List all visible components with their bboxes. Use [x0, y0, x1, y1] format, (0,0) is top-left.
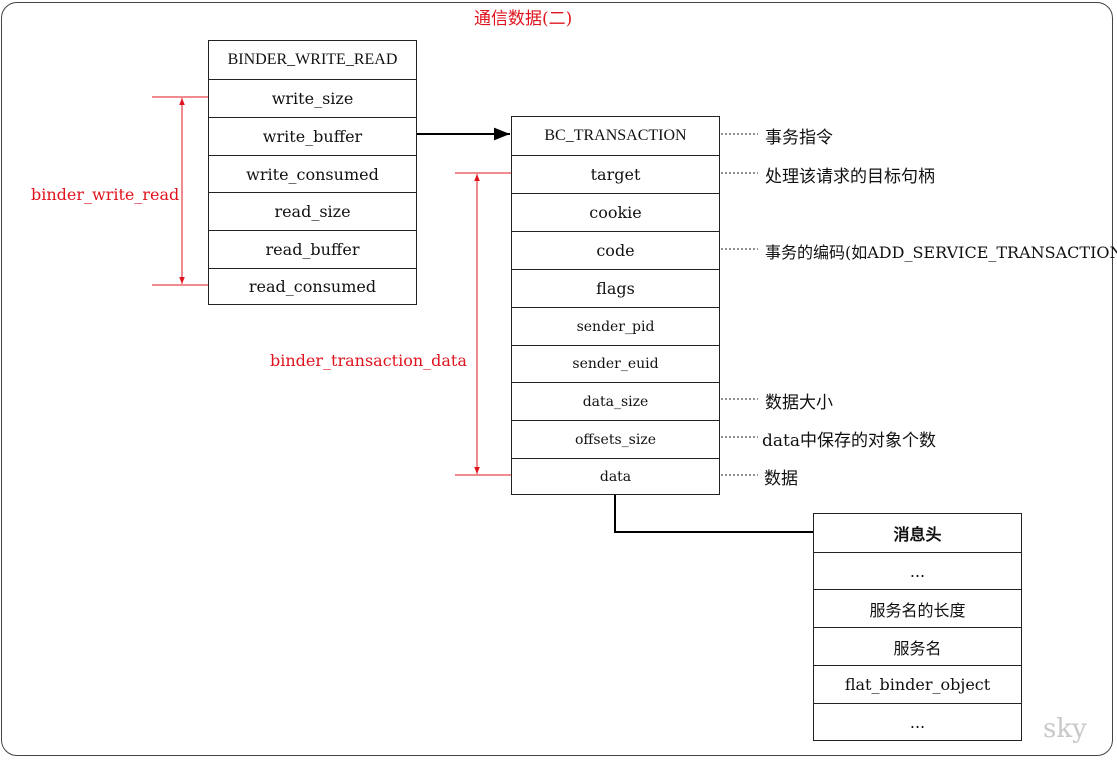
- note-code: 事务的编码(如ADD_SERVICE_TRANSACTION): [765, 243, 1117, 262]
- bct-field-data: data: [512, 458, 719, 494]
- binder-write-read-box: BINDER_WRITE_READ write_size write_buffe…: [208, 40, 417, 305]
- bwr-field-read-size: read_size: [209, 192, 416, 230]
- bct-field-data-size: data_size: [512, 382, 719, 420]
- bwr-field-read-buffer: read_buffer: [209, 230, 416, 268]
- bwr-field-write-consumed: write_consumed: [209, 155, 416, 192]
- note-header: 事务指令: [765, 128, 833, 148]
- note-target: 处理该请求的目标句柄: [765, 167, 935, 187]
- note-data: 数据: [764, 469, 798, 489]
- bwr-bracket-label: binder_write_read: [31, 185, 180, 204]
- message-box: 消息头 ... 服务名的长度 服务名 flat_binder_object ..…: [813, 513, 1022, 741]
- data-to-message-connector: [614, 494, 813, 533]
- bwr-header: BINDER_WRITE_READ: [227, 51, 398, 68]
- message-row-ellipsis-top: ...: [814, 552, 1021, 589]
- bct-field-sender-euid: sender_euid: [512, 345, 719, 382]
- btd-bracket-label: binder_transaction_data: [270, 351, 467, 370]
- diagram-title: 通信数据(二): [474, 9, 573, 29]
- bwr-field-write-buffer: write_buffer: [209, 117, 416, 155]
- bct-field-sender-pid: sender_pid: [512, 307, 719, 345]
- bct-field-target: target: [512, 155, 719, 193]
- message-row-service-name-length: 服务名的长度: [814, 589, 1021, 627]
- message-row-flat-binder-object: flat_binder_object: [814, 665, 1021, 703]
- bct-field-code: code: [512, 231, 719, 269]
- message-row-service-name: 服务名: [814, 627, 1021, 665]
- bct-field-flags: flags: [512, 269, 719, 307]
- note-offsets-size: data中保存的对象个数: [762, 431, 936, 451]
- message-row-ellipsis-bottom: ...: [814, 703, 1021, 740]
- note-data-size: 数据大小: [765, 393, 833, 413]
- watermark: sky: [1043, 714, 1087, 744]
- bct-header: BC_TRANSACTION: [544, 127, 687, 144]
- message-header: 消息头: [893, 527, 942, 544]
- bct-field-cookie: cookie: [512, 193, 719, 231]
- bwr-field-write-size: write_size: [209, 79, 416, 117]
- bwr-field-read-consumed: read_consumed: [209, 268, 416, 304]
- bct-field-offsets-size: offsets_size: [512, 420, 719, 458]
- bc-transaction-box: BC_TRANSACTION target cookie code flags …: [511, 116, 720, 495]
